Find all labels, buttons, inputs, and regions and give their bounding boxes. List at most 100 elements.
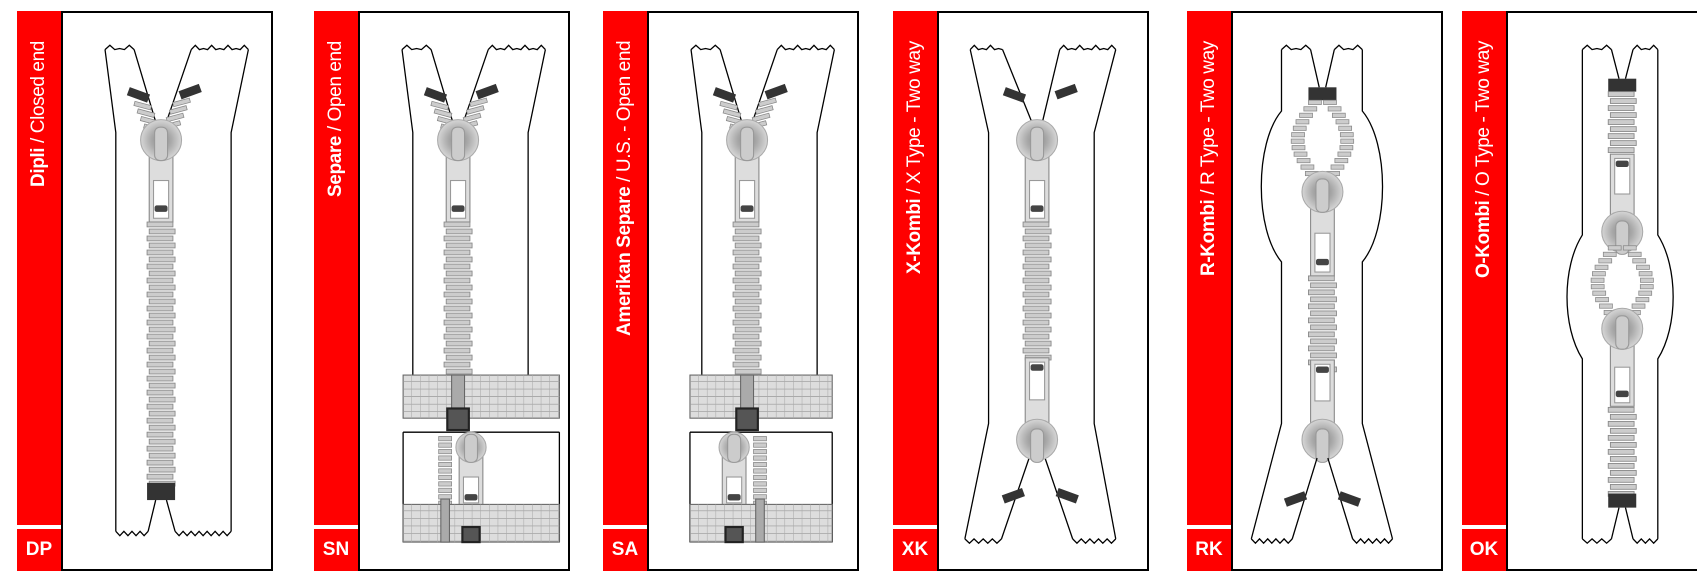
stop-icon [147, 482, 176, 501]
tape-edge [776, 44, 835, 51]
zipper-tooth [1609, 441, 1637, 448]
type-description: / X Type - Two way [904, 41, 925, 199]
zipper-tooth [753, 449, 767, 455]
stop-icon [1608, 78, 1637, 92]
zipper-tooth [732, 221, 760, 228]
zipper-tooth [1293, 151, 1308, 157]
zipper-tooth [1022, 347, 1050, 354]
zipper-tooth [1599, 303, 1613, 309]
zipper-tooth [1299, 112, 1313, 118]
zipper-tooth [168, 105, 188, 115]
zipper-type-label: Separe / Open end [314, 41, 358, 555]
zipper-illustration [1231, 11, 1443, 571]
type-code: OK [1462, 527, 1506, 571]
label-wrap: Separe / Open end [314, 41, 358, 525]
tape-edge [174, 530, 232, 537]
zipper-tooth [753, 436, 767, 442]
zipper-tooth [734, 228, 762, 235]
zipper-tooth [753, 481, 767, 487]
zipper-tooth [734, 326, 762, 333]
zipper-tooth [443, 221, 471, 228]
zipper-tooth [1632, 258, 1647, 264]
slider-icon [726, 119, 769, 223]
zipper-tooth [754, 105, 774, 115]
tape-edge [1624, 507, 1634, 540]
zipper-tooth [146, 361, 174, 368]
slider-icon [718, 431, 750, 507]
slider-icon [1601, 307, 1644, 407]
zipper-tooth [1308, 345, 1335, 352]
slider-icon [140, 119, 183, 223]
zipper-tooth [438, 481, 452, 487]
zipper-tooth [1024, 256, 1052, 263]
zipper-tooth [1024, 298, 1052, 305]
zipper-tooth [148, 284, 176, 291]
zipper-tooth [146, 445, 174, 452]
zipper-tooth [1327, 106, 1342, 112]
tape-edge [1325, 49, 1335, 88]
zipper-tooth [1022, 291, 1050, 298]
top-stop-icon [1001, 488, 1025, 504]
slider-icon [455, 431, 487, 507]
zipper-illustration [358, 11, 570, 571]
zipper-drawing [401, 44, 561, 544]
zipper-tooth [1303, 106, 1318, 112]
zipper-tooth [445, 326, 473, 333]
top-stop-icon [423, 87, 448, 103]
label-wrap: Amerikan Separe / U.S. - Open end [603, 41, 647, 525]
type-name: Dipli [28, 147, 49, 187]
zipper-tooth [753, 461, 767, 468]
zipper-tooth [1609, 470, 1637, 476]
zipper-tooth [1292, 125, 1307, 131]
box-icon [724, 525, 744, 544]
tape-edge [401, 44, 432, 51]
tape-edge [1333, 44, 1363, 51]
pin-icon [740, 374, 755, 411]
tape-edge [104, 49, 117, 532]
zipper-tooth [148, 298, 176, 305]
tape-edge [1001, 49, 1033, 123]
pin-icon [440, 498, 450, 543]
top-stop-icon [475, 83, 499, 100]
zipper-tooth [1300, 164, 1315, 170]
zipper-tooth [753, 442, 767, 448]
zipper-tooth [443, 249, 471, 256]
zipper-tooth [1022, 249, 1050, 256]
zipper-tooth [1310, 338, 1337, 345]
zipper-tooth [1024, 340, 1052, 347]
top-stop-icon [712, 87, 737, 103]
zipper-tooth [1340, 138, 1355, 144]
tape-edge [719, 49, 743, 122]
tape-edge [1581, 44, 1612, 51]
zipper-tooth [148, 326, 176, 333]
zipper-tooth [1607, 477, 1635, 483]
zipper-tooth [1590, 277, 1605, 283]
tape-edge [1361, 49, 1394, 540]
zipper-tooth [753, 455, 767, 461]
zipper-tooth [1024, 284, 1052, 291]
label-strip [314, 11, 358, 525]
zipper-type-label: Amerikan Separe / U.S. - Open end [603, 41, 647, 555]
zipper-tooth [438, 455, 452, 461]
zipper-tooth [146, 249, 174, 256]
zipper-tooth [438, 449, 452, 455]
zipper-tooth [146, 403, 174, 410]
tape-edge [430, 49, 454, 122]
zipper-tooth [732, 305, 760, 312]
slider-icon [1016, 357, 1059, 463]
zipper-tooth [445, 298, 473, 305]
type-code: RK [1187, 527, 1231, 571]
zipper-tooth [753, 494, 767, 500]
zipper-tooth [443, 347, 471, 354]
pin-icon [451, 374, 466, 411]
tape-edge [1250, 537, 1293, 545]
tape-edge [527, 49, 547, 376]
retainer-box [402, 503, 560, 543]
zipper-tooth [146, 417, 174, 424]
zipper-tooth [1607, 434, 1635, 441]
tape-edge [165, 499, 176, 532]
label-strip [1462, 11, 1506, 525]
zipper-tooth [165, 112, 185, 123]
tape-edge [230, 49, 250, 532]
zipper-tooth [1622, 245, 1637, 251]
